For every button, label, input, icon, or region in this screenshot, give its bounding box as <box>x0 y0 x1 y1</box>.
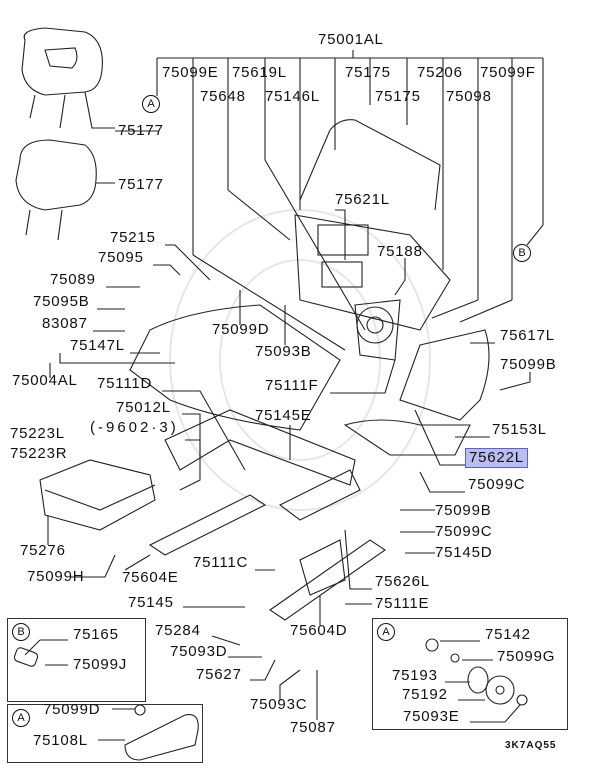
part-label[interactable]: 75193 <box>392 667 438 684</box>
part-label[interactable]: 75619L <box>232 64 287 81</box>
part-label[interactable]: 75627 <box>196 666 242 683</box>
headrest-2 <box>15 139 115 241</box>
part-label-highlighted[interactable]: 75622L <box>465 448 528 468</box>
inset-a-left-marker: A <box>12 709 30 727</box>
part-label[interactable]: 75099G <box>497 648 556 665</box>
part-label[interactable]: 75108L <box>33 732 88 749</box>
headrest-1 <box>21 27 115 129</box>
part-label[interactable]: 75099F <box>480 64 536 81</box>
assembly-bracket <box>156 50 544 351</box>
part-label[interactable]: 75099D <box>43 701 101 718</box>
part-label[interactable]: 75223R <box>10 445 68 462</box>
part-label[interactable]: 75111F <box>265 377 319 394</box>
part-label[interactable]: 75206 <box>417 64 463 81</box>
part-label[interactable]: 75175 <box>375 88 421 105</box>
side-shield <box>343 329 490 456</box>
part-label[interactable]: 75093C <box>250 696 308 713</box>
part-label[interactable]: 75192 <box>402 686 448 703</box>
part-label[interactable]: 75146L <box>265 88 320 105</box>
part-label[interactable]: 75099J <box>73 656 128 673</box>
inset-a-right-drawing <box>425 638 528 723</box>
part-label[interactable]: 75089 <box>50 271 96 288</box>
part-label[interactable]: 75093B <box>255 343 312 360</box>
part-label[interactable]: 75215 <box>110 229 156 246</box>
seat-cushion <box>129 304 341 431</box>
inset-b: B 75165 75099J <box>7 618 146 702</box>
part-label[interactable]: 75004AL <box>12 372 78 389</box>
inset-a-left: A 75099D 75108L <box>7 701 203 763</box>
part-label[interactable]: 75188 <box>377 243 423 260</box>
part-label[interactable]: 75145E <box>255 407 312 424</box>
seat-rail <box>269 539 386 621</box>
part-label[interactable]: 75177 <box>118 176 164 193</box>
part-label[interactable]: 75648 <box>200 88 246 105</box>
part-label[interactable]: 75098 <box>446 88 492 105</box>
part-label[interactable]: 75087 <box>290 719 336 736</box>
storage-tray <box>39 459 156 545</box>
part-label[interactable]: 83087 <box>42 315 88 332</box>
part-label[interactable]: 75093E <box>403 708 460 725</box>
part-label[interactable]: 75284 <box>155 622 201 639</box>
part-label[interactable]: 75099C <box>468 476 526 493</box>
part-label[interactable]: 75111E <box>375 595 430 612</box>
part-label[interactable]: 75012L <box>116 399 171 416</box>
assembly-label: 75001AL <box>318 31 384 48</box>
part-label[interactable]: 75165 <box>73 626 119 643</box>
marker-a: A <box>142 95 160 113</box>
part-label[interactable]: 75095B <box>33 293 90 310</box>
part-label[interactable]: 75099H <box>27 568 85 585</box>
seat-frame <box>148 409 361 556</box>
part-label[interactable]: 75111D <box>97 375 153 392</box>
part-label[interactable]: 75604E <box>122 569 179 586</box>
part-label[interactable]: 75145D <box>435 544 493 561</box>
part-label[interactable]: 75093D <box>170 643 228 660</box>
part-label[interactable]: 75617L <box>500 327 555 344</box>
seat-back <box>294 119 451 361</box>
part-label[interactable]: 75145 <box>128 594 174 611</box>
part-label[interactable]: 75147L <box>70 337 125 354</box>
part-label[interactable]: 75153L <box>492 421 547 438</box>
part-label[interactable]: 75177 <box>118 122 164 139</box>
inset-a-right: A 75142 75099G 75193 75192 75093E <box>372 618 568 730</box>
inset-a-left-drawing <box>98 704 199 761</box>
leader-lines <box>49 130 531 720</box>
part-label[interactable]: 75099C <box>435 523 493 540</box>
part-label[interactable]: 75276 <box>20 542 66 559</box>
marker-b: B <box>513 244 531 262</box>
part-label[interactable]: 75626L <box>375 573 430 590</box>
part-label[interactable]: 75099D <box>212 321 270 338</box>
diagram-code: 3K7AQ55 <box>505 740 557 751</box>
part-label[interactable]: 75099B <box>500 356 557 373</box>
inset-b-drawing <box>13 639 68 667</box>
part-label[interactable]: 75095 <box>98 249 144 266</box>
part-label[interactable]: 75621L <box>335 191 390 208</box>
part-label[interactable]: 75223L <box>10 425 65 442</box>
part-label[interactable]: 75099B <box>435 502 492 519</box>
inset-b-marker: B <box>12 623 30 641</box>
part-label[interactable]: 75142 <box>485 626 531 643</box>
part-label[interactable]: 75111C <box>193 554 249 571</box>
part-label[interactable]: 75099E <box>162 64 219 81</box>
inset-a-right-marker: A <box>377 623 395 641</box>
part-label[interactable]: 75604D <box>290 622 348 639</box>
part-label[interactable]: 75175 <box>345 64 391 81</box>
part-date-note: (-9602·3) <box>90 419 179 436</box>
